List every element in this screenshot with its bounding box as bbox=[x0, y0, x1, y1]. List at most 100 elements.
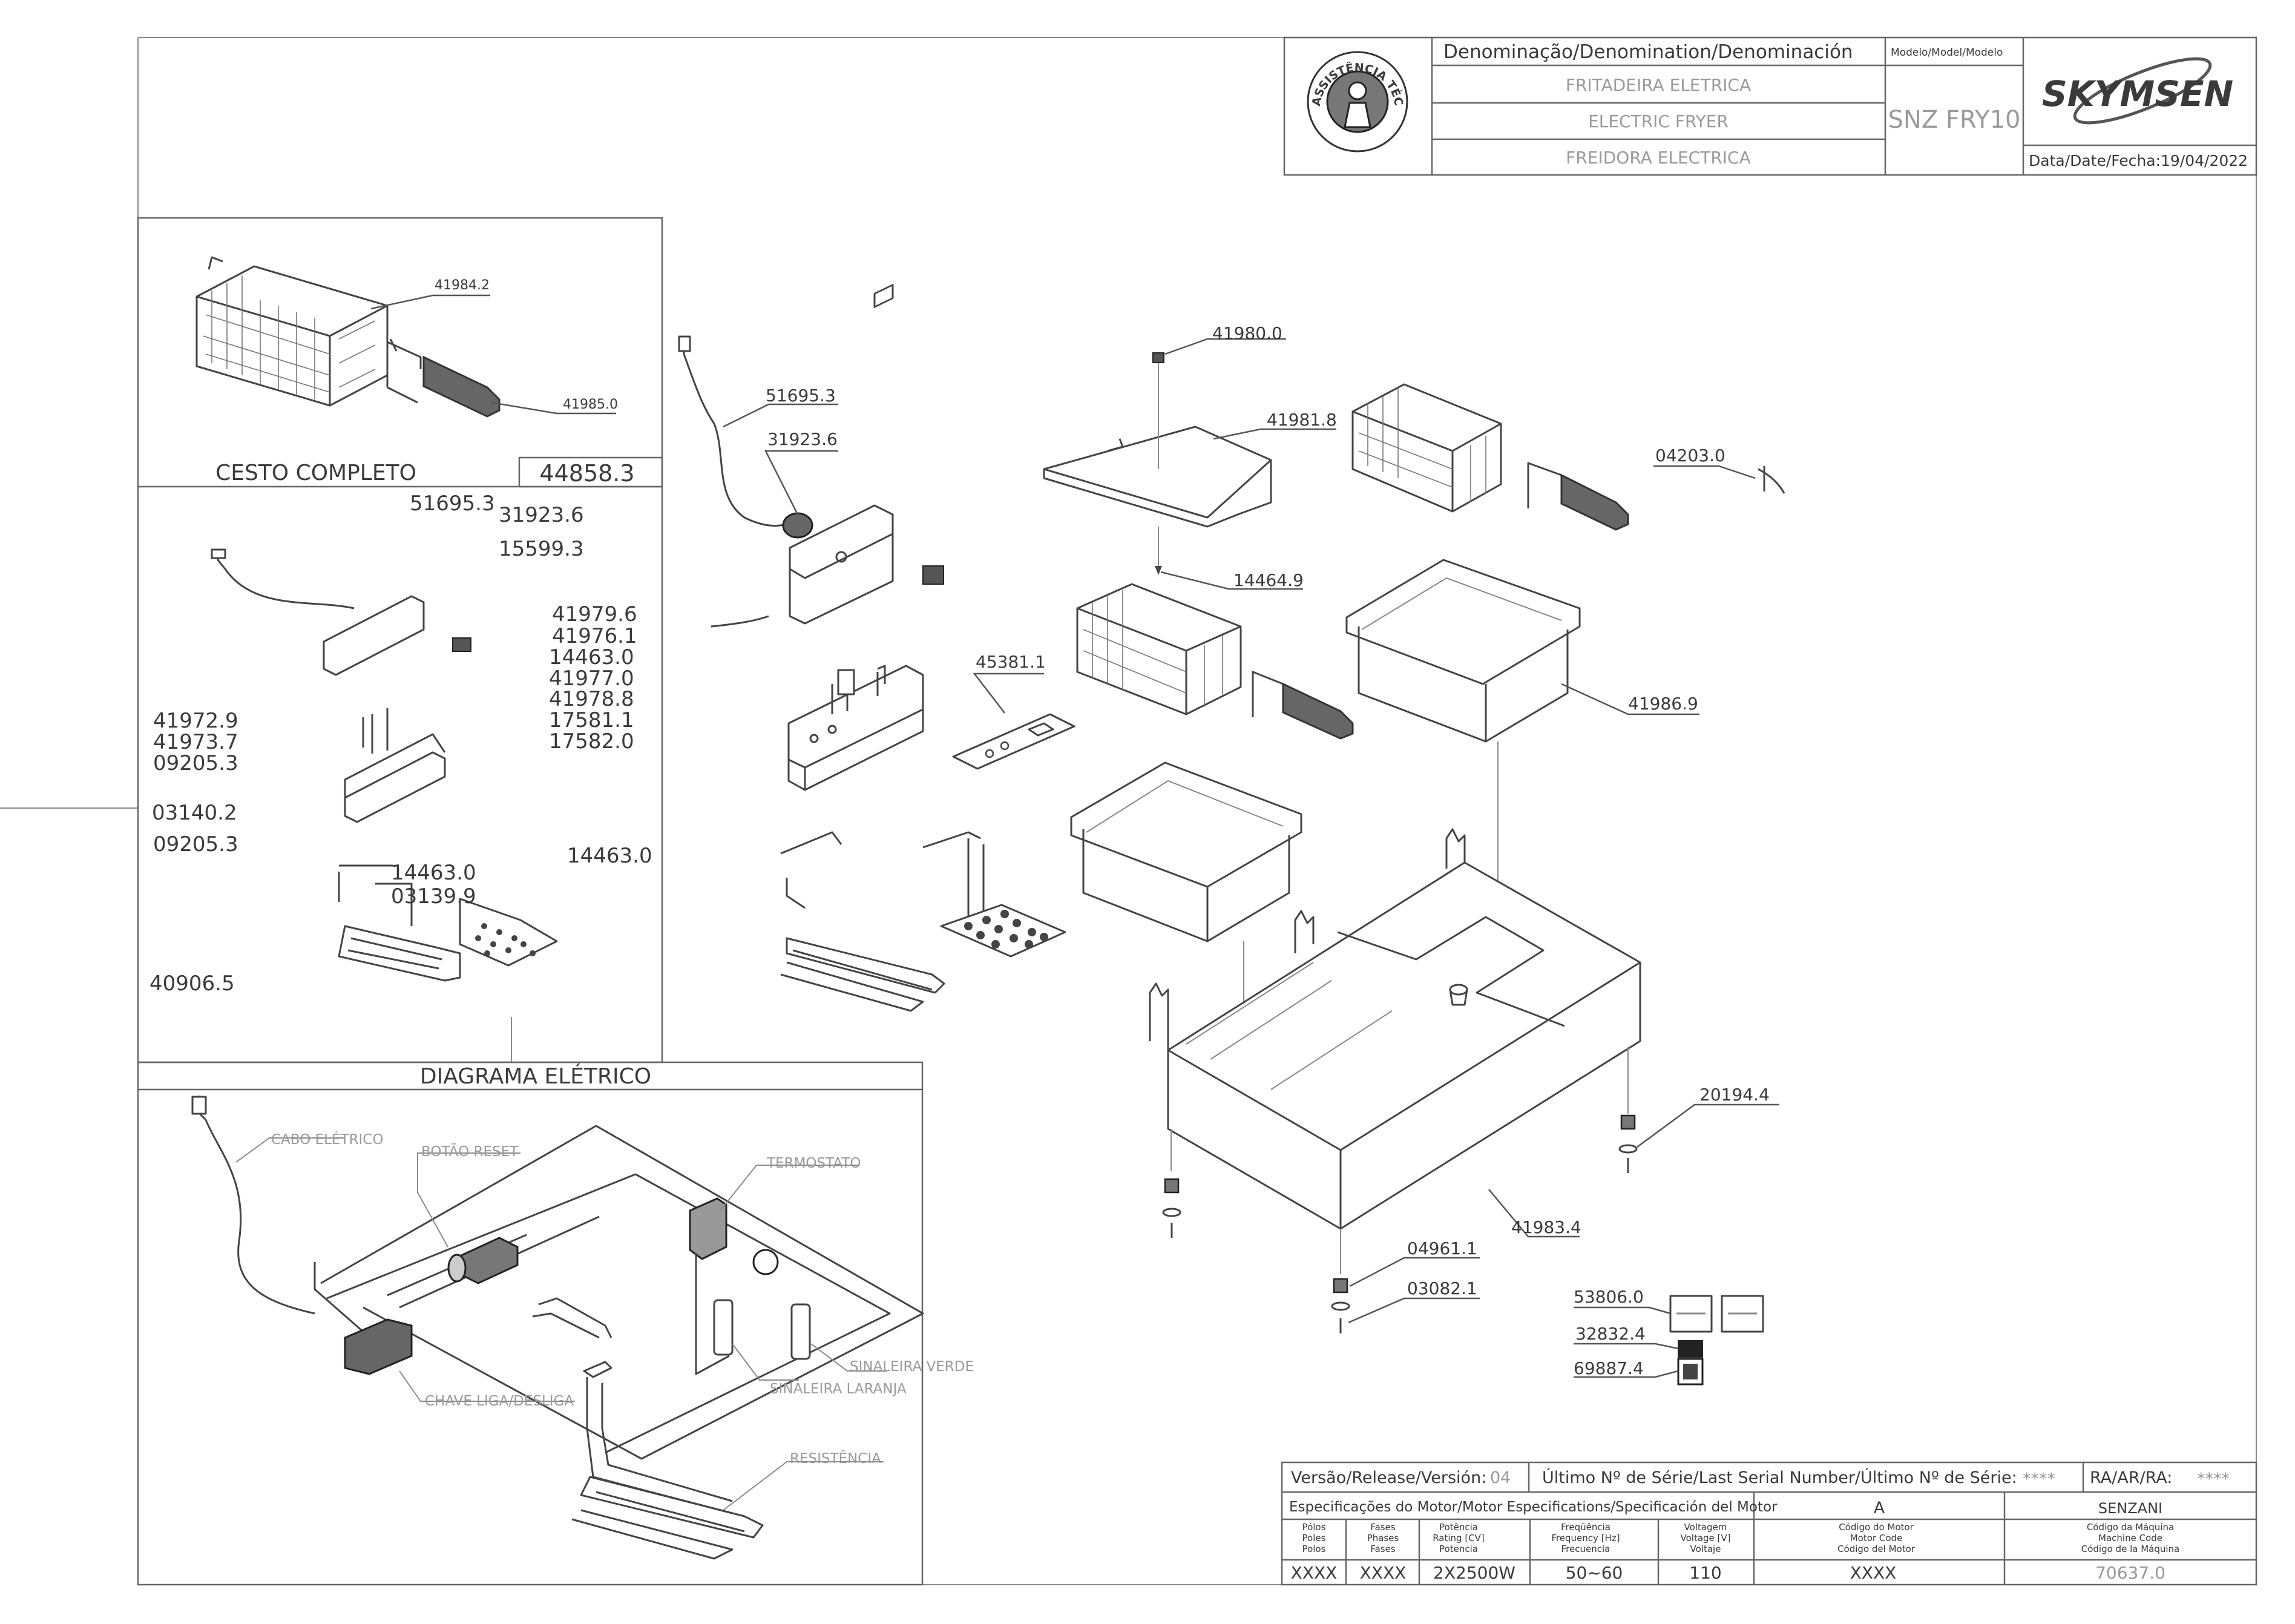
list-code-18: 03139.9 bbox=[391, 884, 476, 909]
wiring-panel-frame bbox=[137, 1061, 924, 1586]
thermostat-main bbox=[837, 669, 855, 695]
element-bracket bbox=[780, 831, 842, 909]
val-power: 2X2500W bbox=[1433, 1563, 1515, 1583]
pan-right-inner bbox=[1361, 577, 1562, 630]
basket-middle-mesh bbox=[1083, 590, 1223, 705]
leader-41981-8 bbox=[1213, 428, 1336, 440]
basket-drawing bbox=[195, 256, 398, 407]
leader-41986-9 bbox=[1561, 683, 1699, 715]
leader-cable bbox=[235, 1137, 345, 1163]
basket-panel: 41984.2 41985.0 CESTO COMPLETO 44858.3 bbox=[195, 256, 635, 487]
label-green-lamp: SINALEIRA VERDE bbox=[850, 1359, 974, 1375]
part-label-45381-1: 45381.1 bbox=[976, 652, 1046, 672]
main-exploded-view: 51695.3 31923.6 45381.1 41980.0 41981.8 … bbox=[678, 283, 1785, 1386]
basket-code-box bbox=[518, 456, 663, 488]
denomination-header: Denominação/Denomination/Denominación bbox=[1443, 41, 1853, 63]
control-sketch bbox=[211, 548, 558, 982]
basket-right-edges bbox=[1352, 410, 1502, 511]
ra-label: RA/AR/RA: bbox=[2090, 1468, 2172, 1487]
list-code-11: 41972.9 bbox=[153, 709, 238, 733]
control-box-slot bbox=[873, 283, 894, 308]
date-value: 19/04/2022 bbox=[2161, 152, 2248, 169]
leader-41984-2 bbox=[370, 294, 490, 310]
mini-cord bbox=[217, 550, 355, 610]
panel-window bbox=[1028, 722, 1054, 737]
mini-control-box bbox=[344, 751, 446, 823]
handle-grip bbox=[422, 355, 501, 418]
list-code-7: 41977.0 bbox=[549, 666, 634, 691]
basket-right-mesh bbox=[1358, 387, 1486, 502]
mini-grate-holes bbox=[475, 923, 536, 956]
list-code-4: 41979.6 bbox=[552, 602, 637, 626]
leader-53806-0 bbox=[1574, 1306, 1671, 1315]
green-lamp bbox=[790, 1303, 811, 1360]
front-panel-decal bbox=[952, 713, 1075, 770]
hdr-poles-1: Pólos bbox=[1302, 1522, 1326, 1533]
list-code-6: 14463.0 bbox=[549, 645, 634, 669]
leader-14464-9 bbox=[1160, 571, 1303, 590]
thermostat-bulb-wire bbox=[711, 615, 769, 628]
val-frequency: 50~60 bbox=[1566, 1563, 1623, 1583]
ra-value: **** bbox=[2197, 1470, 2230, 1488]
handle-middle-grip bbox=[1282, 682, 1354, 740]
washer-front bbox=[1331, 1301, 1350, 1311]
seal-figure-head bbox=[1348, 81, 1367, 100]
version-value: 04 bbox=[1490, 1468, 1511, 1487]
part-label-41983-4: 41983.4 bbox=[1511, 1217, 1581, 1237]
leader-20194-4 bbox=[1637, 1103, 1779, 1148]
list-code-15: 09205.3 bbox=[153, 832, 238, 856]
panel-hole-2 bbox=[1000, 741, 1010, 751]
hdr-poles-3: Polos bbox=[1302, 1543, 1326, 1554]
part-label-51695-3: 51695.3 bbox=[766, 386, 836, 406]
list-code-19: 40906.5 bbox=[149, 971, 235, 996]
hdr-volt-1: Voltagem bbox=[1684, 1522, 1727, 1533]
feet bbox=[1162, 1114, 1638, 1333]
part-label-31923-6: 31923.6 bbox=[767, 429, 838, 449]
mini-plug bbox=[211, 548, 226, 559]
lid bbox=[1043, 426, 1272, 528]
pan-left-inner bbox=[1086, 780, 1284, 833]
list-code-14: 03140.2 bbox=[152, 801, 237, 825]
lid-knob bbox=[1152, 352, 1164, 363]
spec-block-frame bbox=[1281, 1461, 2257, 1586]
leader-41983-4 bbox=[1488, 1189, 1580, 1238]
hdr-power-2: Rating [CV] bbox=[1433, 1533, 1485, 1543]
leader-41980-0 bbox=[1164, 338, 1286, 355]
hdr-phases-2: Phases bbox=[1367, 1533, 1399, 1543]
basket-panel-title: CESTO COMPLETO bbox=[215, 461, 416, 485]
hdr-motor-2: Motor Code bbox=[1850, 1533, 1903, 1543]
bracket-hole bbox=[835, 551, 847, 563]
pan-right-rim bbox=[1345, 559, 1581, 685]
val-phases: XXXX bbox=[1360, 1563, 1407, 1583]
box-hole-2 bbox=[827, 725, 837, 734]
motor-spec-label: Especificações do Motor/Motor Especifica… bbox=[1289, 1499, 1778, 1515]
leader-orange-lamp bbox=[732, 1343, 799, 1381]
list-code-10: 17582.0 bbox=[549, 729, 634, 754]
leader-45381-1 bbox=[973, 672, 1044, 714]
body-inner-lines bbox=[1186, 962, 1393, 1090]
hdr-motor-3: Código del Motor bbox=[1837, 1543, 1916, 1554]
mini-element-frame bbox=[338, 864, 413, 926]
wiring-panel-title: DIAGRAMA ELÉTRICO bbox=[420, 1063, 651, 1089]
basket-mesh bbox=[202, 275, 376, 399]
list-code-2: 31923.6 bbox=[499, 503, 584, 527]
list-code-8: 41978.8 bbox=[549, 687, 634, 711]
part-label-32832-4: 32832.4 bbox=[1575, 1324, 1646, 1344]
pan-left bbox=[1070, 761, 1302, 942]
thermostat-body bbox=[689, 1197, 727, 1260]
box-hole-1 bbox=[809, 734, 819, 743]
mini-heating-element bbox=[338, 925, 461, 982]
label-cable: CABO ELÉTRICO bbox=[271, 1131, 383, 1148]
basket-middle-edges bbox=[1077, 607, 1241, 714]
part-label-53806-0: 53806.0 bbox=[1574, 1287, 1644, 1307]
foot-left bbox=[1164, 1178, 1180, 1194]
mini-switch bbox=[452, 637, 471, 652]
model-header: Modelo/Model/Modelo bbox=[1891, 47, 2003, 59]
part-label-41984-2: 41984.2 bbox=[435, 278, 490, 293]
basket-middle bbox=[1076, 583, 1354, 740]
leader-element bbox=[723, 1461, 884, 1511]
drain-body bbox=[1449, 989, 1468, 1006]
leader-04203-0 bbox=[1653, 465, 1756, 479]
body-hook-right bbox=[1445, 828, 1466, 869]
power-cord bbox=[683, 338, 796, 527]
